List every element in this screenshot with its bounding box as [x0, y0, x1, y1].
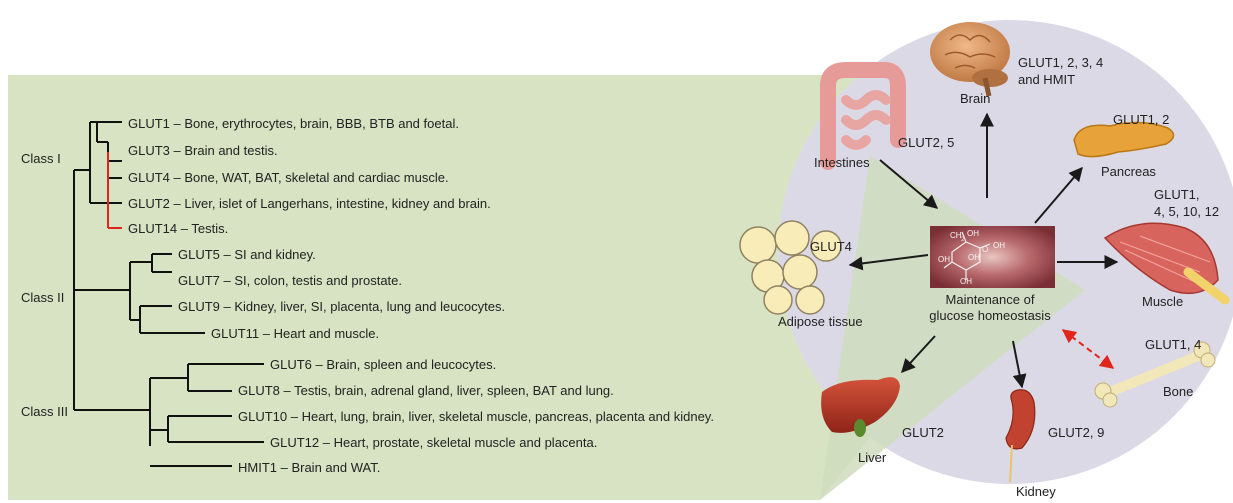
svg-text:OH: OH	[938, 255, 950, 264]
brain-label: Brain	[960, 91, 990, 107]
pancreas-glut: GLUT1, 2	[1113, 111, 1169, 128]
muscle-glut-line1: GLUT1,	[1154, 186, 1219, 203]
leaf-glut4: GLUT4 – Bone, WAT, BAT, skeletal and car…	[128, 170, 449, 186]
liver-glut: GLUT2	[902, 424, 944, 441]
leaf-glut7: GLUT7 – SI, colon, testis and prostate.	[178, 273, 402, 289]
center-label-line2: glucose homeostasis	[920, 308, 1060, 324]
svg-text:OH: OH	[960, 277, 972, 286]
svg-text:OH: OH	[993, 241, 1005, 250]
svg-text:O: O	[982, 245, 988, 254]
brain-glut-line1: GLUT1, 2, 3, 4	[1018, 54, 1103, 71]
leaf-glut14: GLUT14 – Testis.	[128, 221, 228, 237]
kidney-glut: GLUT2, 9	[1048, 424, 1104, 441]
leaf-glut8: GLUT8 – Testis, brain, adrenal gland, li…	[238, 383, 614, 399]
leaf-glut10: GLUT10 – Heart, lung, brain, liver, skel…	[238, 409, 714, 425]
leaf-glut5: GLUT5 – SI and kidney.	[178, 247, 316, 263]
bone-label: Bone	[1163, 384, 1193, 400]
center-label-line1: Maintenance of	[920, 292, 1060, 308]
leaf-glut6: GLUT6 – Brain, spleen and leucocytes.	[270, 357, 496, 373]
intestines-glut: GLUT2, 5	[898, 134, 954, 151]
intestines-label: Intestines	[814, 155, 870, 171]
brain-glut-line2: and HMIT	[1018, 71, 1103, 88]
brain-glut: GLUT1, 2, 3, 4 and HMIT	[1018, 54, 1103, 88]
liver-label: Liver	[858, 450, 886, 466]
pancreas-label: Pancreas	[1101, 164, 1156, 180]
leaf-hmit1: HMIT1 – Brain and WAT.	[238, 460, 380, 476]
muscle-glut: GLUT1, 4, 5, 10, 12	[1154, 186, 1219, 220]
leaf-glut11: GLUT11 – Heart and muscle.	[211, 326, 379, 342]
bone-glut: GLUT1, 4	[1145, 336, 1201, 353]
glucose-tissue-image: CH OH 2 O OH OH OH OH	[930, 226, 1055, 288]
class-1-label: Class I	[21, 151, 61, 167]
leaf-glut3: GLUT3 – Brain and testis.	[128, 143, 278, 159]
kidney-label: Kidney	[1016, 484, 1056, 500]
svg-text:OH: OH	[968, 253, 980, 262]
muscle-glut-line2: 4, 5, 10, 12	[1154, 203, 1219, 220]
class-2-label: Class II	[21, 290, 64, 306]
leaf-glut2: GLUT2 – Liver, islet of Langerhans, inte…	[128, 196, 491, 212]
svg-text:OH: OH	[967, 229, 979, 238]
muscle-label: Muscle	[1142, 294, 1183, 310]
leaf-glut12: GLUT12 – Heart, prostate, skeletal muscl…	[270, 435, 597, 451]
adipose-glut: GLUT4	[810, 238, 852, 255]
center-label: Maintenance of glucose homeostasis	[920, 292, 1060, 324]
class-3-label: Class III	[21, 404, 68, 420]
leaf-glut9: GLUT9 – Kidney, liver, SI, placenta, lun…	[178, 299, 505, 315]
leaf-glut1: GLUT1 – Bone, erythrocytes, brain, BBB, …	[128, 116, 459, 132]
adipose-label: Adipose tissue	[778, 314, 863, 330]
svg-text:CH: CH	[950, 231, 962, 240]
